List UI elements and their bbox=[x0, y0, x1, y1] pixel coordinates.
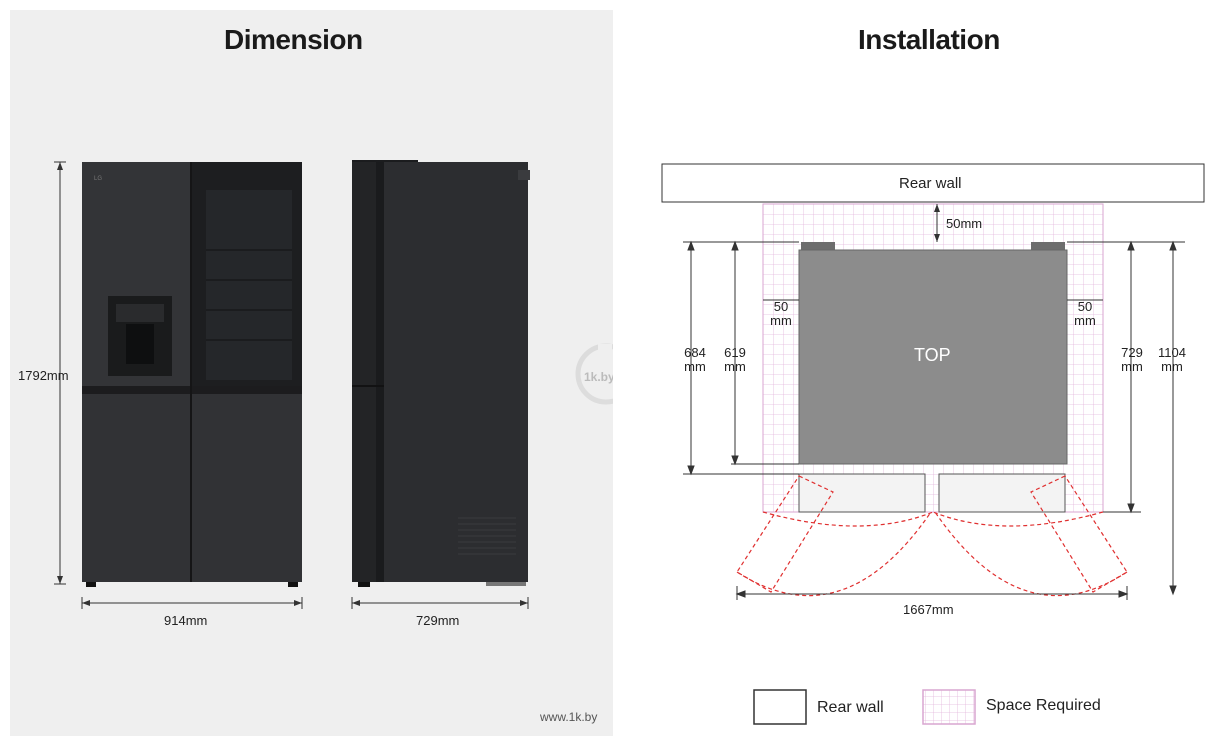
total-width-label: 1667mm bbox=[903, 602, 954, 617]
height-label: 1792mm bbox=[18, 368, 69, 383]
installation-panel: Installation bbox=[613, 0, 1220, 746]
fridge-drawings bbox=[54, 160, 613, 609]
legend-rear-wall-swatch bbox=[753, 689, 807, 725]
gap-top-arrow bbox=[934, 204, 940, 242]
top-label: TOP bbox=[914, 345, 951, 365]
total-width-line bbox=[735, 586, 1129, 600]
fridge-front-view bbox=[82, 162, 302, 587]
installation-diagram bbox=[661, 163, 1205, 725]
depth-dimension-line bbox=[351, 597, 529, 609]
fridge-side-view bbox=[352, 160, 530, 587]
rear-wall-bar bbox=[661, 163, 1205, 203]
watermark-text-logo: 1k.by bbox=[584, 370, 615, 384]
rear-wall-label: Rear wall bbox=[899, 175, 962, 192]
installation-title: Installation bbox=[858, 24, 1000, 55]
brand-logo: LG bbox=[94, 176, 103, 182]
legend-rear-wall-label: Rear wall bbox=[817, 699, 884, 716]
depth-label: 729mm bbox=[416, 613, 460, 628]
gap-top-label: 50mm bbox=[946, 216, 983, 231]
left-depth-lines bbox=[683, 240, 799, 476]
fridge-top-view bbox=[798, 242, 1068, 513]
legend-space-required-label: Space Required bbox=[986, 697, 1101, 714]
door-swing-paths bbox=[736, 475, 1128, 597]
legend-space-required-swatch bbox=[922, 689, 976, 725]
height-dimension-line bbox=[54, 161, 66, 585]
width-label: 914mm bbox=[164, 613, 208, 628]
watermark-url: www.1k.by bbox=[540, 710, 598, 724]
right-depth-lines bbox=[1067, 240, 1185, 596]
watermark-logo bbox=[575, 343, 613, 405]
dimension-panel: Dimension bbox=[10, 10, 615, 736]
dimension-title: Dimension bbox=[224, 24, 363, 55]
width-dimension-line bbox=[81, 597, 303, 609]
